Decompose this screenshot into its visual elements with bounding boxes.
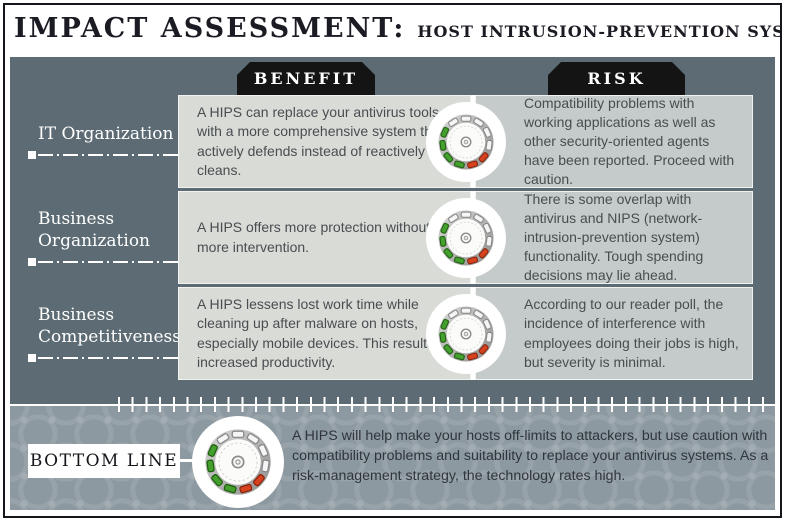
benefit-cell: A HIPS offers more protection without mo… <box>178 191 471 284</box>
column-header-risk: RISK <box>548 62 685 95</box>
label-rule <box>28 151 186 160</box>
risk-label: RISK <box>587 69 646 88</box>
table-row: IT Organization A HIPS can replace your … <box>10 95 775 188</box>
ruler-tick-marks <box>118 397 774 412</box>
risk-dial-gauge-icon <box>426 101 506 182</box>
risk-dial-gauge-icon <box>192 416 284 508</box>
title-main: IMPACT ASSESSMENT: <box>14 13 406 44</box>
risk-dial-gauge-icon <box>426 197 506 278</box>
table-rows: IT Organization A HIPS can replace your … <box>10 95 775 383</box>
risk-cell: According to our reader poll, the incide… <box>475 287 753 380</box>
risk-dial-gauge-icon <box>426 293 506 374</box>
row-label-it-organization: IT Organization <box>18 95 190 188</box>
row-label-business-organization: Business Organization <box>18 191 190 284</box>
benefit-label: BENEFIT <box>253 69 359 88</box>
risk-cell: There is some overlap with antivirus and… <box>475 191 753 284</box>
title-subtitle: HOST INTRUSION-PREVENTION SYSTEMS <box>417 22 782 41</box>
bottom-line-section: BOTTOM LINE A HIPS will help make your h… <box>10 404 775 510</box>
label-rule <box>28 353 186 362</box>
bottom-line-text: A HIPS will help make your hosts off-lim… <box>292 428 769 485</box>
page-title: IMPACT ASSESSMENT: HOST INTRUSION-PREVEN… <box>14 13 782 44</box>
table-row: Business Organization A HIPS offers more… <box>10 191 775 284</box>
table-row: Business Competitiveness A HIPS lessens … <box>10 287 775 380</box>
column-header-benefit: BENEFIT <box>237 62 375 95</box>
row-label-business-competitiveness: Business Competitiveness <box>18 287 190 380</box>
label-rule <box>28 257 186 266</box>
benefit-cell: A HIPS can replace your antivirus tools … <box>178 95 471 188</box>
benefit-cell: A HIPS lessens lost work time while clea… <box>178 287 471 380</box>
risk-cell: Compatibility problems with working appl… <box>475 95 753 188</box>
bottom-line-badge: BOTTOM LINE <box>28 444 180 478</box>
infographic-page: IMPACT ASSESSMENT: HOST INTRUSION-PREVEN… <box>3 3 782 518</box>
